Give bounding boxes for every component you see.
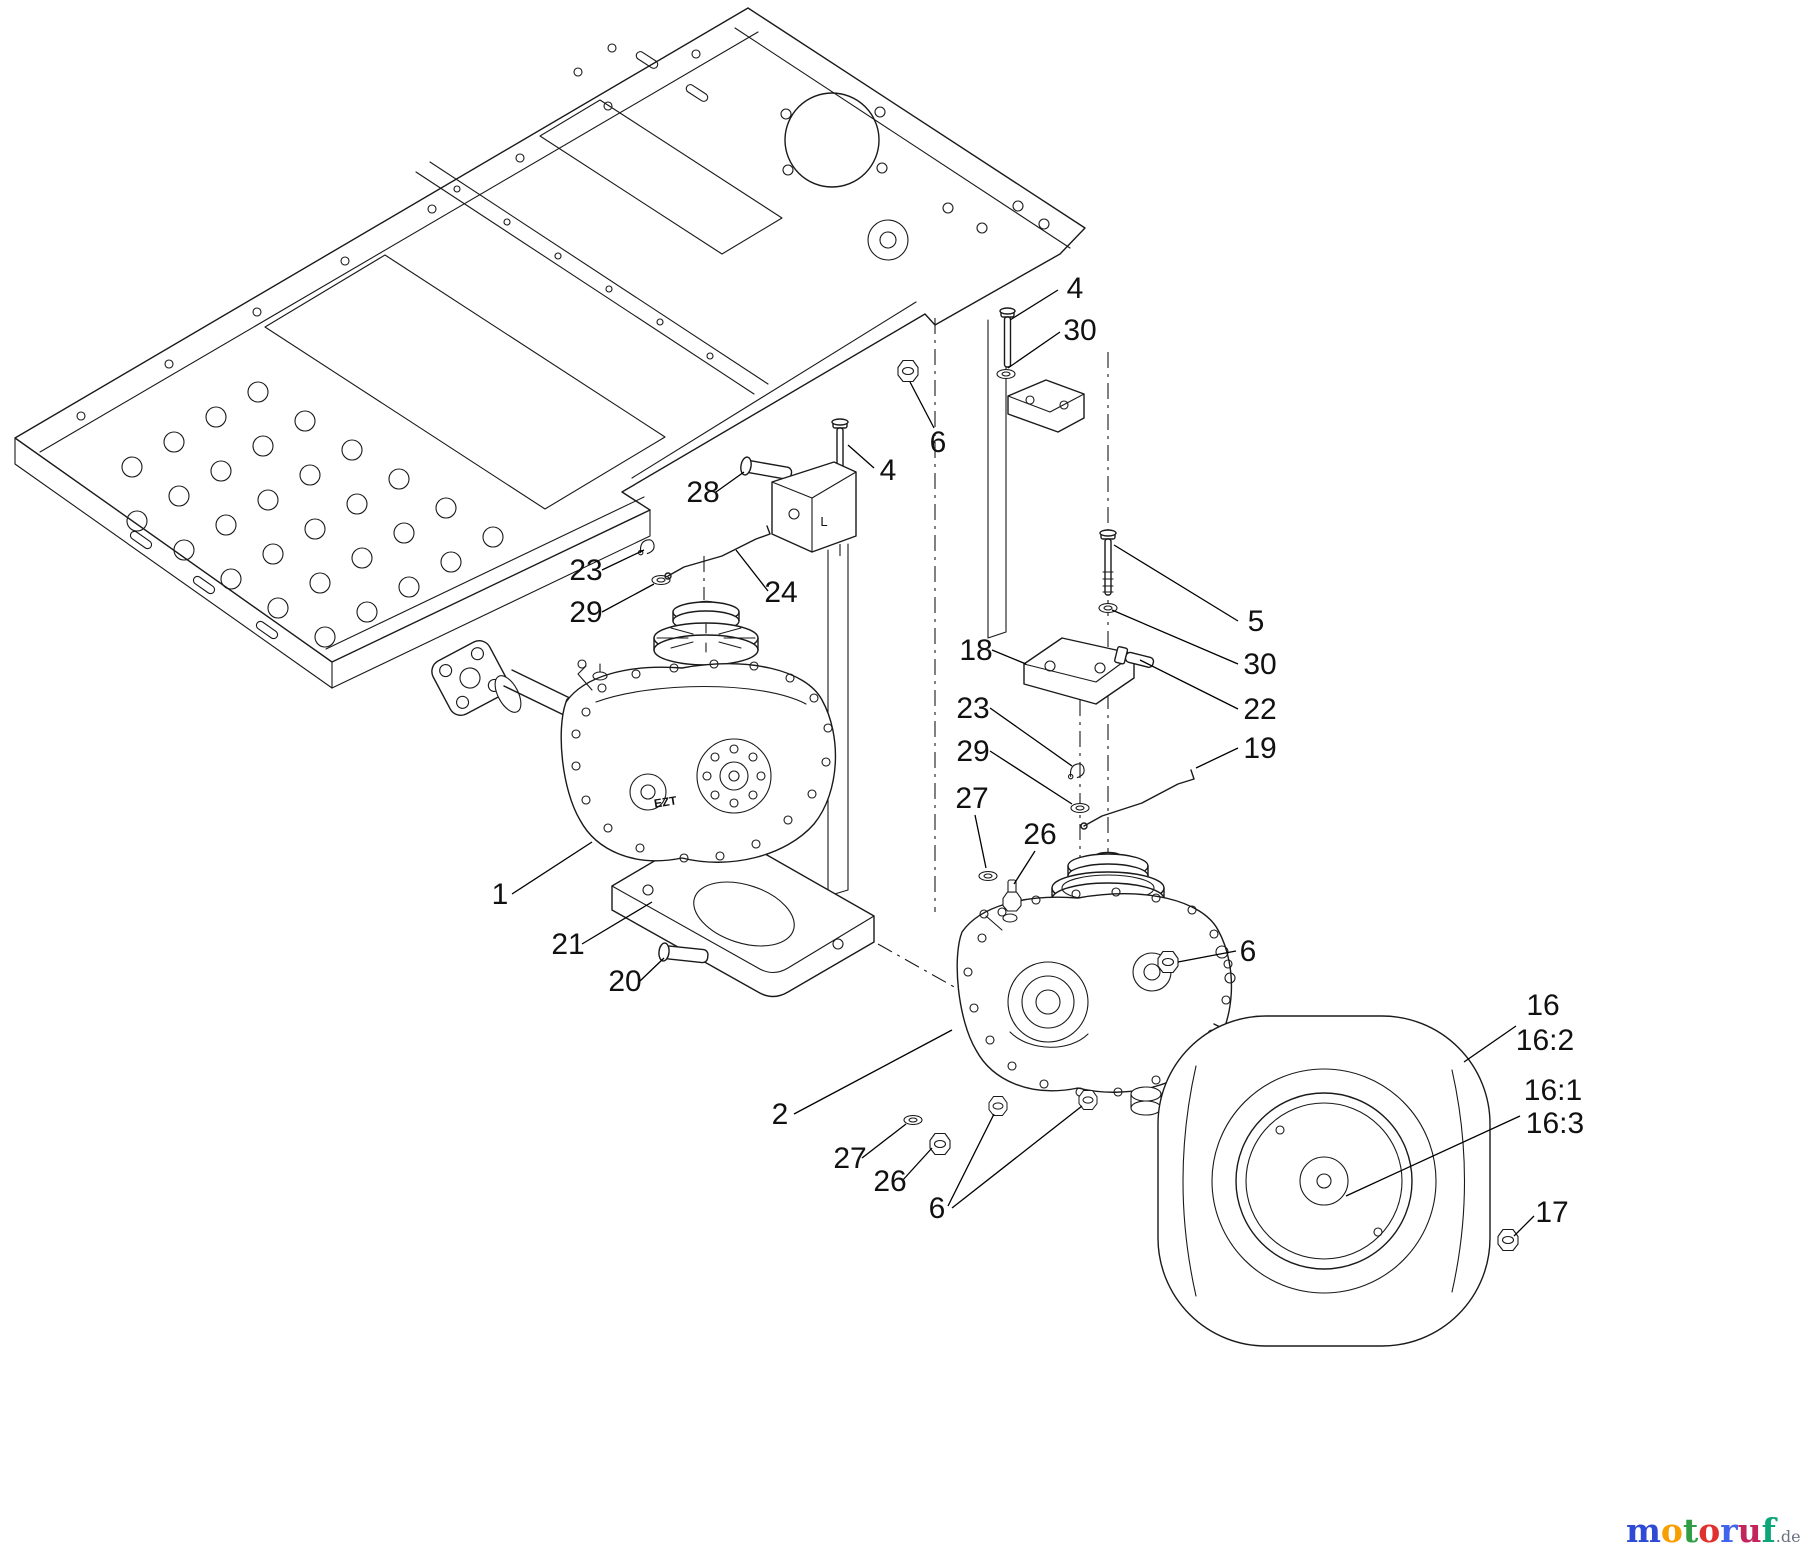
nut-6-bottom-right <box>1078 1090 1098 1110</box>
callout-1: 1 <box>492 878 509 911</box>
nut-6-right <box>1157 950 1179 974</box>
rim-inner <box>1245 1102 1403 1260</box>
chassis-frame <box>14 7 1086 689</box>
callout-6-top: 6 <box>930 426 947 459</box>
footplate-holes <box>121 381 504 648</box>
gear-bolt-ring <box>702 744 766 808</box>
logo-letter: f <box>1762 1511 1778 1550</box>
control-rod-19 <box>1080 769 1195 830</box>
callout-29-right: 29 <box>956 735 989 768</box>
housing-bolts-left <box>571 659 833 863</box>
callout-6-bottom: 6 <box>929 1192 946 1225</box>
nut-26-bottom <box>929 1132 951 1156</box>
callout-26-right: 26 <box>1023 818 1056 851</box>
callout-27-right: 27 <box>955 782 988 815</box>
tire <box>1157 1015 1491 1347</box>
leader-lines <box>511 289 1535 1237</box>
callout-19: 19 <box>1243 732 1276 765</box>
callout-16-1: 16:1 <box>1524 1074 1582 1107</box>
callout-16-2: 16:2 <box>1516 1024 1574 1057</box>
callout-16: 16 <box>1526 989 1559 1022</box>
left-transaxle-assembly <box>431 600 837 863</box>
transaxle-housing-left <box>560 663 837 863</box>
washer-30-top <box>996 368 1016 380</box>
callout-30-top: 30 <box>1063 314 1096 347</box>
callout-22: 22 <box>1243 693 1276 726</box>
svg-text:motoruf.de: motoruf.de <box>1626 1511 1800 1550</box>
wheel-hub-flange-left <box>431 640 509 716</box>
logo-suffix: .de <box>1776 1527 1800 1546</box>
bolt-20 <box>658 942 709 964</box>
engine-mount-bolt-holes <box>780 106 888 176</box>
l-bracket <box>771 461 857 553</box>
callout-21: 21 <box>551 928 584 961</box>
callout-26-bottom: 26 <box>873 1165 906 1198</box>
nut-6-bottom-left <box>988 1096 1008 1116</box>
washer-29-left <box>651 574 671 586</box>
callout-18: 18 <box>959 634 992 667</box>
callout-labels: 4 30 6 28 4 23 29 24 18 5 30 22 23 29 19… <box>492 272 1585 1229</box>
callout-16-3: 16:3 <box>1526 1107 1584 1140</box>
washer-27-bottom <box>903 1114 923 1126</box>
logo-letter: t <box>1683 1511 1699 1550</box>
bracket-letter: L <box>820 514 827 529</box>
callout-29-left: 29 <box>569 596 602 629</box>
drain-fitting <box>1130 1086 1162 1116</box>
drive-pulley-fan-left <box>653 600 759 666</box>
rim-outer <box>1235 1092 1413 1270</box>
logo-letter: u <box>1738 1511 1762 1550</box>
logo-letter: r <box>1720 1511 1738 1550</box>
washer-29-right <box>1070 802 1090 814</box>
callout-20: 20 <box>608 965 641 998</box>
frame-holes-right <box>942 200 1050 234</box>
callout-28: 28 <box>686 476 719 509</box>
clip-23-right <box>1067 763 1085 780</box>
frame-bracket-top <box>1007 379 1085 433</box>
callout-24: 24 <box>764 576 797 609</box>
rear-wheel <box>1157 1015 1491 1347</box>
callout-5: 5 <box>1248 605 1265 638</box>
bolt-28 <box>740 456 793 480</box>
callout-2: 2 <box>772 1098 789 1131</box>
nut-17 <box>1497 1228 1519 1252</box>
callout-23-right: 23 <box>956 692 989 725</box>
callout-27-bottom: 27 <box>833 1142 866 1175</box>
housing-model-label: EZT <box>653 793 678 810</box>
engine-mount-hole <box>784 92 880 188</box>
rail-holes <box>453 185 714 360</box>
fan-spokes-left <box>656 623 756 653</box>
callout-6-right: 6 <box>1240 935 1257 968</box>
axle-collar-left <box>494 675 522 713</box>
callout-17: 17 <box>1535 1196 1568 1229</box>
bolt-5 <box>1099 529 1117 596</box>
callout-30-right: 30 <box>1243 648 1276 681</box>
callout-4-mid: 4 <box>880 454 897 487</box>
logo-letter: o <box>1698 1511 1720 1550</box>
nut-6-top <box>897 359 919 383</box>
logo-letter: o <box>1661 1511 1683 1550</box>
tire-bead <box>1211 1068 1437 1294</box>
control-rod-24 <box>664 525 771 580</box>
callout-23-left: 23 <box>569 554 602 587</box>
hub-bore <box>1299 1156 1349 1206</box>
bolt-4-top <box>999 307 1016 368</box>
callout-4-top: 4 <box>1067 272 1084 305</box>
bolt-26-right <box>1002 879 1022 912</box>
edge-rivet-holes <box>76 49 701 421</box>
washer-27-right <box>978 870 998 882</box>
watermark-logo: motoruf.de <box>1626 1511 1800 1550</box>
logo-letter: m <box>1626 1511 1661 1550</box>
